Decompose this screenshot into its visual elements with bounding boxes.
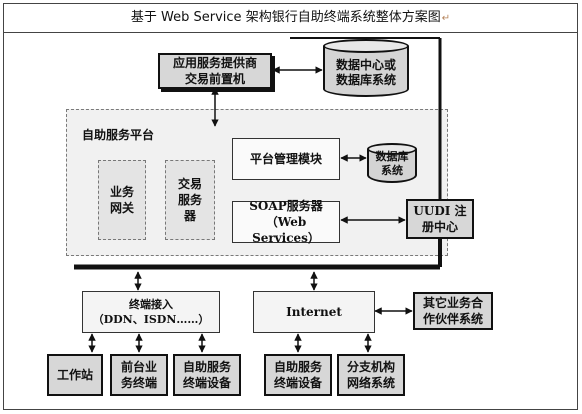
data-center-db: 数据中心或数据库系统 [323,39,409,97]
data-center-line2: 数据库系统 [335,73,396,87]
internet-box: Internet [253,291,375,333]
partner-systems-box: 其它业务合作伙伴系统 [413,292,493,330]
mid-db-line2: 系统 [381,164,403,177]
self-service-device-box-2: 自助服务终端设备 [264,354,332,396]
soap-server-box: SOAP服务器（Web Services） [232,199,340,245]
branch-network-box: 分支机构网络系统 [337,354,405,396]
figure-title: 基于 Web Service 架构银行自助终端系统整体方案图↵ [130,10,451,25]
workstation-box: 工作站 [47,354,103,396]
front-terminal-box: 前台业务终端 [110,354,168,396]
mid-db-line1: 数据库 [375,150,409,163]
title-row: 基于 Web Service 架构银行自助终端系统整体方案图↵ [3,3,578,33]
terminal-access-box: 终端接入（DDN、ISDN……） [82,291,220,333]
platform-label: 自助服务平台 [82,128,155,142]
transaction-server-box: 交易服务器 [165,160,215,240]
mid-database: 数据库系统 [367,143,417,183]
gateway-box: 业务网关 [98,160,146,240]
data-center-line1: 数据中心或 [335,58,396,72]
uddi-registry-box: UUDI 注册中心 [406,199,474,239]
paragraph-mark: ↵ [441,13,451,24]
self-service-device-box-1: 自助服务终端设备 [173,354,241,396]
figure-frame [3,3,578,410]
provider-box: 应用服务提供商交易前置机 [158,53,272,89]
platform-management-box: 平台管理模块 [232,138,340,180]
